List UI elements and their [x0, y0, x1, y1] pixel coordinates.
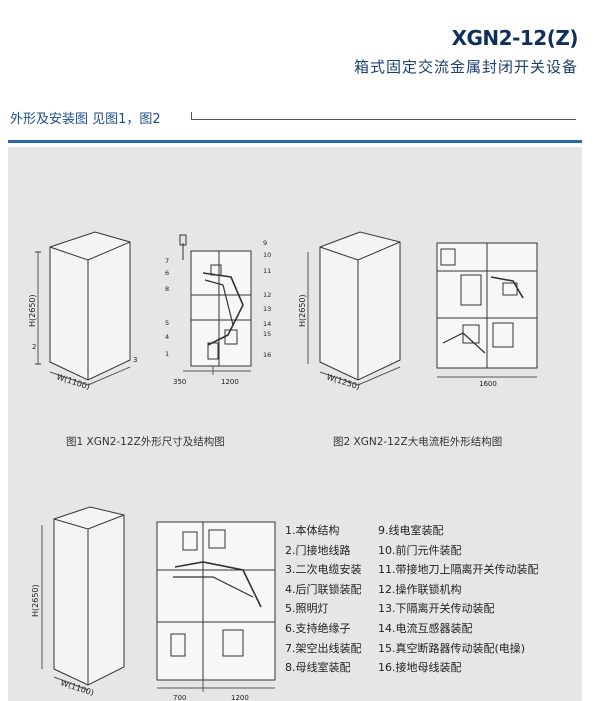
fig1-callout-2: 3 — [133, 356, 137, 364]
fig2-cross-section: 1600 — [436, 242, 538, 388]
legend-item: 6.支持绝缘子 — [285, 621, 351, 635]
fig1-callout-1: 1 — [165, 350, 169, 358]
legend-item: 15.真空断路器传动装配(电操) — [378, 641, 526, 655]
legend-item: 2.门接地线路 — [285, 543, 351, 557]
fig3-cabinet-isometric: H(2650) W(1100) — [31, 506, 125, 698]
fig1-cabinet-isometric: H(2650) W(1100) 2 3 — [28, 231, 137, 392]
legend-item: 12.操作联锁机构 — [378, 582, 462, 596]
fig3-dim-right: 1200 — [231, 694, 249, 701]
fig1-caption: 图1 XGN2-12Z外形尺寸及结构图 — [66, 436, 225, 448]
legend-item: 10.前门元件装配 — [378, 543, 462, 557]
product-subtitle: 箱式固定交流金属封闭开关设备 — [353, 58, 578, 76]
component-legend-left: 1.本体结构 2.门接地线路 3.二次电缆安装 4.后门联锁装配 5.照明灯 6… — [285, 521, 375, 678]
fig1-callout-5: 5 — [165, 319, 169, 327]
fig1-callout-13: 13 — [263, 305, 271, 313]
legend-item: 3.二次电缆安装 — [285, 563, 362, 577]
fig1-callout-8: 8 — [165, 285, 169, 293]
fig1-callout-15: 15 — [263, 330, 271, 338]
fig1-callout-4: 4 — [165, 333, 169, 341]
legend-item: 9.线电室装配 — [378, 524, 444, 537]
fig1-cross-section: 9 10 11 12 13 14 15 16 7 6 8 5 4 1 350 1… — [165, 234, 271, 386]
section-divider — [8, 140, 582, 143]
legend-item: 4.后门联锁装配 — [285, 582, 362, 596]
component-legend-right: 9.线电室装配 10.前门元件装配 11.带接地刀上隔离开关传动装配 12.操作… — [378, 521, 583, 678]
fig1-callout-9: 9 — [263, 239, 267, 247]
product-model: XGN2-12(Z) — [451, 26, 579, 50]
fig2-dim: 1600 — [479, 380, 497, 388]
drawing-panel: H(2650) W(1100) 2 3 9 10 11 12 13 14 — [8, 147, 582, 701]
fig1-callout-11: 11 — [263, 267, 271, 275]
fig1-callout-6: 6 — [165, 269, 169, 277]
legend-item: 8.母线室装配 — [285, 661, 351, 675]
fig2-height-label: H(2650) — [298, 294, 307, 327]
legend-item: 13.下隔离开关传动装配 — [378, 602, 495, 616]
legend-item: 16.接地母线装配 — [378, 661, 462, 675]
legend-item: 14.电流互感器装配 — [378, 621, 473, 635]
fig1-callout-16: 16 — [263, 351, 271, 359]
fig1-callout-12: 12 — [263, 291, 271, 299]
fig1-dim-left: 350 — [173, 378, 186, 386]
fig1-height-label: H(2650) — [28, 294, 37, 327]
fig3-height-label: H(2650) — [31, 584, 40, 617]
fig1-callout-7: 7 — [165, 257, 169, 265]
fig1-dim-right: 1200 — [221, 378, 239, 386]
fig3-cross-section: 700 1200 — [156, 521, 276, 701]
fig3-dim-left: 700 — [173, 694, 186, 701]
legend-item: 11.带接地刀上隔离开关传动装配 — [378, 563, 539, 577]
fig1-callout-10: 10 — [263, 251, 271, 259]
fig2-caption: 图2 XGN2-12Z大电流柜外形结构图 — [333, 436, 503, 448]
section-heading: 外形及安装图 见图1，图2 — [10, 112, 161, 127]
fig2-cabinet-isometric: H(2650) W(1250) — [298, 231, 401, 392]
legend-item: 5.照明灯 — [285, 602, 329, 616]
legend-item: 7.架空出线装配 — [285, 641, 362, 655]
fig1-callout-3: 2 — [32, 343, 36, 351]
heading-bracket — [191, 112, 576, 120]
fig1-callout-14: 14 — [263, 320, 271, 328]
legend-item: 1.本体结构 — [285, 524, 340, 537]
